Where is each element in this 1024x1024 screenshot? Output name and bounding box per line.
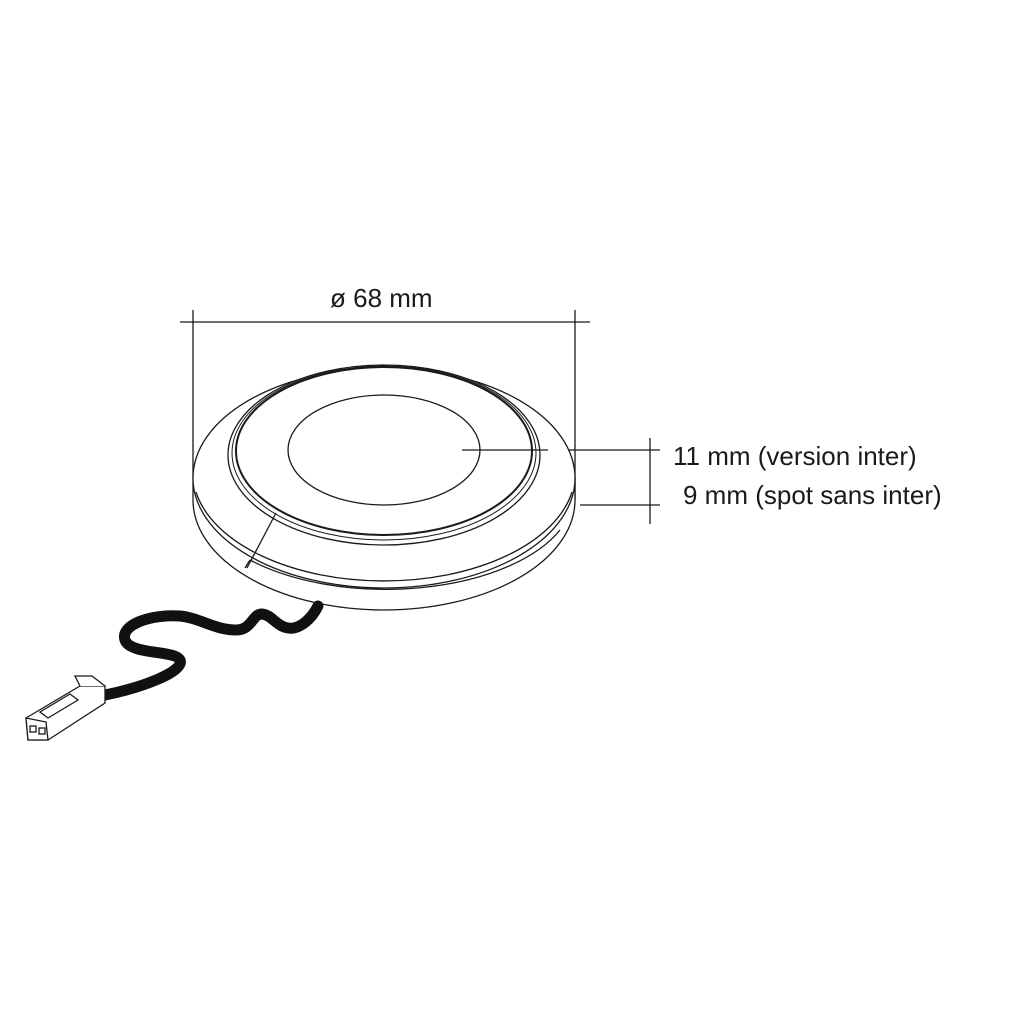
height-label-version-inter: 11 mm (version inter) — [673, 441, 917, 471]
power-cable — [99, 600, 324, 701]
diameter-label: ø 68 mm — [330, 283, 433, 313]
height-label-spot-sans-inter: 9 mm (spot sans inter) — [683, 480, 942, 510]
spot-lens — [287, 394, 481, 506]
connector-plug — [25, 675, 106, 741]
diameter-dimension — [180, 310, 590, 500]
